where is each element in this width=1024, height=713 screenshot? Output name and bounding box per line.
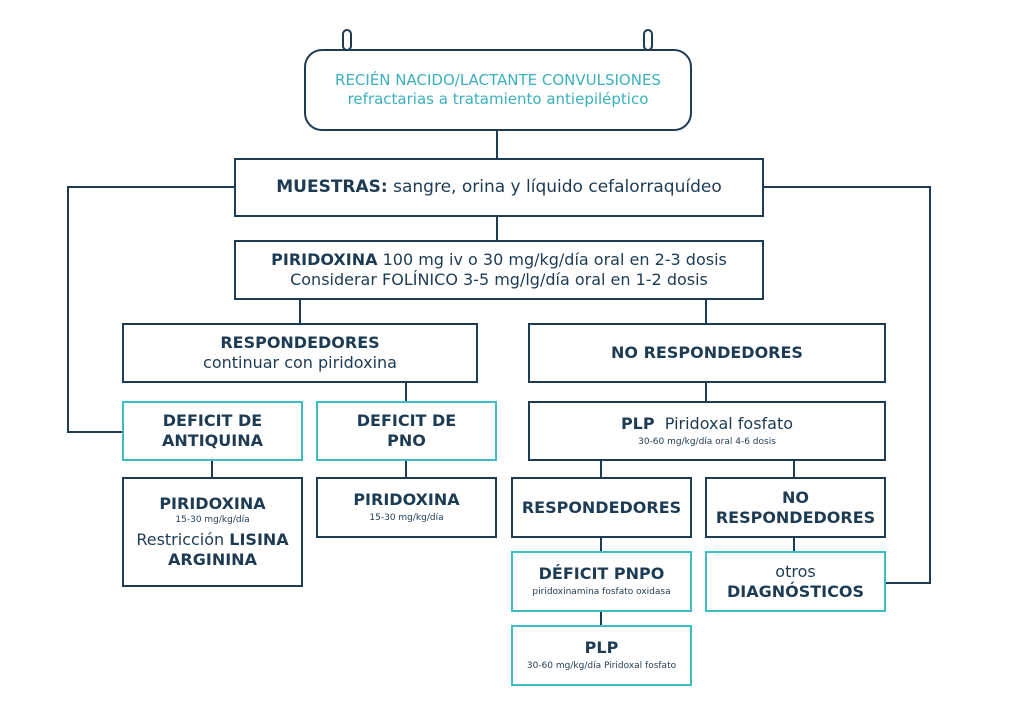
- otros-line2: DIAGNÓSTICOS: [727, 581, 864, 601]
- restriction-lisina: LISINA: [229, 529, 289, 549]
- non-responders-box: NO RESPONDEDORES: [528, 323, 886, 383]
- restriction-arginina: ARGININA: [168, 549, 257, 569]
- piridoxina-label: PIRIDOXINA: [271, 250, 378, 269]
- deficit-pno-line2: PNO: [387, 431, 426, 450]
- muestras-label: MUESTRAS:: [276, 176, 388, 197]
- piridoxina-line1: PIRIDOXINA 100 mg iv o 30 mg/kg/día oral…: [271, 250, 727, 270]
- treat-pno-title: PIRIDOXINA: [353, 490, 460, 510]
- plp-dose: 30-60 mg/kg/día oral 4-6 dosis: [638, 436, 776, 447]
- deficit-pnpo-sub: piridoxinamina fosfato oxidasa: [532, 587, 671, 598]
- plp-final-sub: 30-60 mg/kg/día Piridoxal fosfato: [526, 661, 677, 672]
- plp-responders-box: RESPONDEDORES: [511, 477, 692, 538]
- deficit-antiquina-box: DEFICIT DE ANTIQUINA: [122, 401, 303, 461]
- muestras-text: sangre, orina y líquido cefalorraquídeo: [393, 176, 722, 197]
- plp-responders-title: RESPONDEDORES: [521, 497, 682, 517]
- deficit-pno-box: DEFICIT DE PNO: [316, 401, 497, 461]
- plp-name: Piridoxal fosfato: [664, 413, 794, 433]
- plp-final-title: PLP: [584, 638, 619, 658]
- plp-non-responders-line1: NO: [782, 487, 809, 507]
- treat-antiquina-title: PIRIDOXINA: [159, 494, 266, 514]
- treat-antiquina-restriction: Restricción LISINA: [136, 530, 288, 550]
- deficit-pnpo-box: DÉFICIT PNPO piridoxinamina fosfato oxid…: [511, 551, 692, 612]
- plp-box: PLP Piridoxal fosfato 30-60 mg/kg/día or…: [528, 401, 886, 461]
- line-muestras-right-loop: [763, 186, 931, 584]
- binder-ring-right-icon: [643, 29, 653, 51]
- muestras-box: MUESTRAS: sangre, orina y líquido cefalo…: [234, 158, 764, 217]
- non-responders-title: NO RESPONDEDORES: [611, 343, 803, 362]
- piridoxina-line2: Considerar FOLÍNICO 3-5 mg/lg/día oral e…: [290, 270, 708, 289]
- responders-box: RESPONDEDORES continuar con piridoxina: [122, 323, 478, 383]
- responders-subtitle: continuar con piridoxina: [203, 353, 397, 372]
- restriction-prefix: Restricción: [136, 529, 225, 549]
- top-condition-box: RECIÉN NACIDO/LACTANTE CONVULSIONES refr…: [304, 49, 692, 131]
- deficit-antiquina-line2: ANTIQUINA: [162, 431, 263, 450]
- plp-line1: PLP Piridoxal fosfato: [621, 414, 793, 434]
- top-line2: refractarias a tratamiento antiepiléptic…: [347, 90, 649, 108]
- piridoxina-box: PIRIDOXINA 100 mg iv o 30 mg/kg/día oral…: [234, 240, 764, 300]
- deficit-pnpo-title: DÉFICIT PNPO: [538, 564, 665, 584]
- treat-antiquina-dose: 15-30 mg/kg/día: [175, 515, 250, 526]
- line-muestras-left-loop: [67, 186, 235, 433]
- plp-non-responders-line2: RESPONDEDORES: [715, 507, 876, 527]
- top-line1: RECIÉN NACIDO/LACTANTE CONVULSIONES: [335, 71, 661, 90]
- responders-title: RESPONDEDORES: [220, 333, 380, 352]
- treat-pno-dose: 15-30 mg/kg/día: [369, 513, 444, 524]
- deficit-antiquina-line1: DEFICIT DE: [162, 411, 263, 430]
- deficit-pno-line1: DEFICIT DE: [356, 411, 457, 430]
- otros-box: otros DIAGNÓSTICOS: [705, 551, 886, 612]
- treat-pno-box: PIRIDOXINA 15-30 mg/kg/día: [316, 477, 497, 538]
- treat-antiquina-box: PIRIDOXINA 15-30 mg/kg/día Restricción L…: [122, 477, 303, 587]
- piridoxina-dose: 100 mg iv o 30 mg/kg/día oral en 2-3 dos…: [382, 250, 727, 269]
- binder-ring-left-icon: [342, 29, 352, 51]
- otros-line1: otros: [775, 561, 816, 581]
- plp-final-box: PLP 30-60 mg/kg/día Piridoxal fosfato: [511, 625, 692, 686]
- plp-label: PLP: [620, 413, 655, 433]
- plp-non-responders-box: NO RESPONDEDORES: [705, 477, 886, 538]
